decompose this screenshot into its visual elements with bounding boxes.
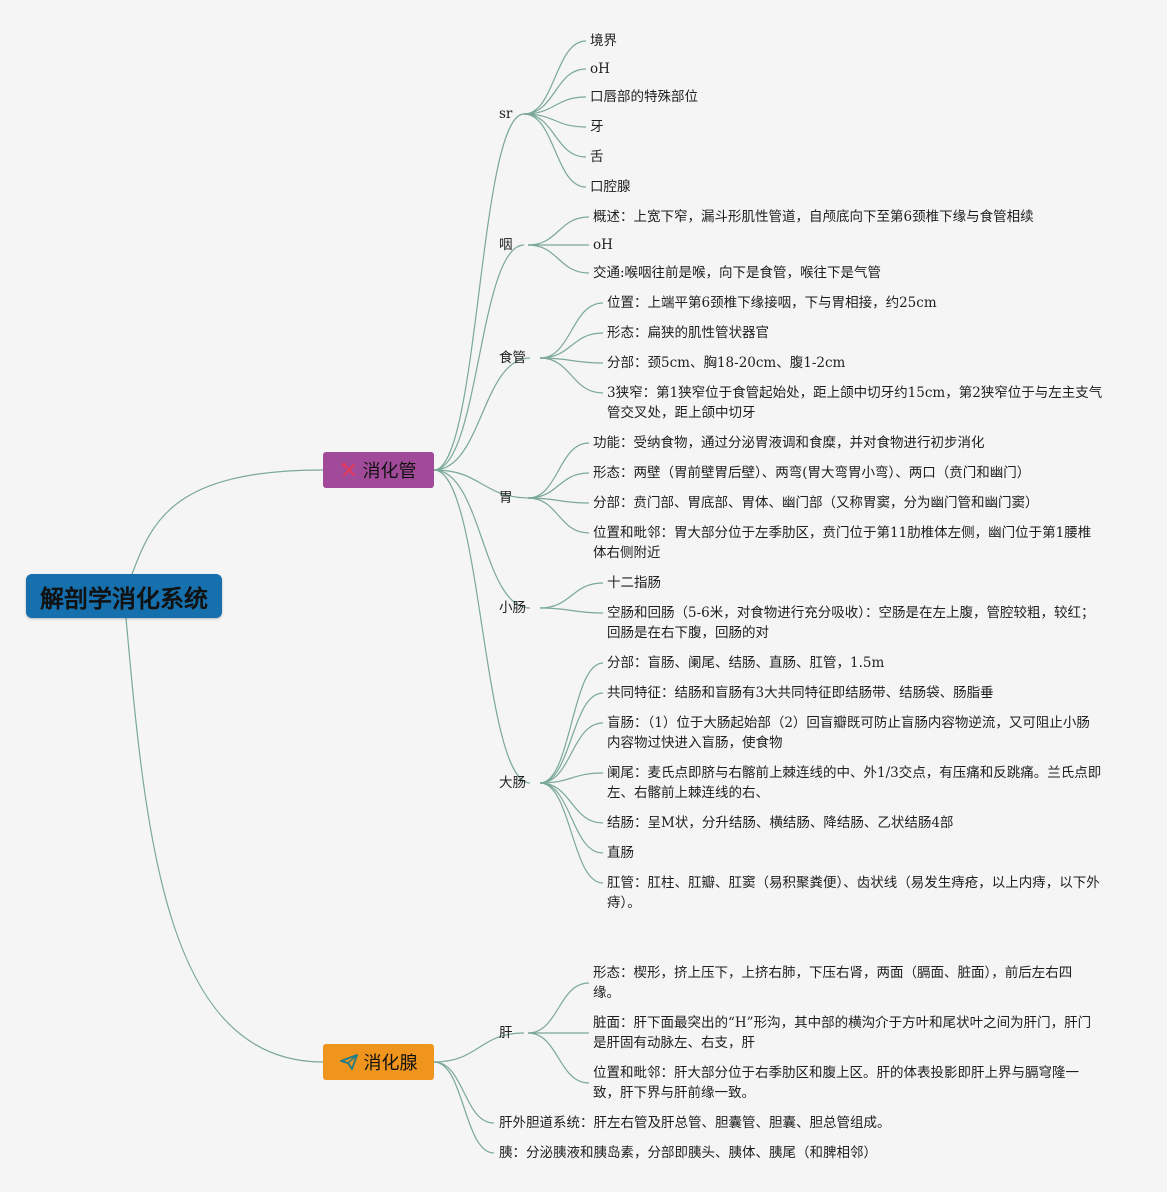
mouth-item[interactable]: 牙 xyxy=(590,119,604,135)
mouth-item[interactable]: 舌 xyxy=(590,149,604,165)
large-intestine-item[interactable]: 结肠：呈M状，分升结肠、横结肠、降结肠、乙状结肠4部 xyxy=(607,815,954,831)
small-intestine-item[interactable]: 空肠和回肠（5-6米，对食物进行充分吸收）：空肠是在左上腹，管腔较粗，较红；回肠… xyxy=(607,605,1095,641)
esophagus-leaf-line-1 xyxy=(539,332,604,359)
large-intestine-leaf-line-6 xyxy=(539,782,604,884)
mouth-leaf-line-2 xyxy=(523,96,587,115)
tube-branch-line-4 xyxy=(433,469,531,609)
stomach-item[interactable]: 分部：贲门部、胃底部、胃体、幽门部（又称胃窦，分为幽门管和幽门窦） xyxy=(593,495,1039,511)
mouth-item[interactable]: oH xyxy=(590,61,610,77)
mouth-leaf-line-0 xyxy=(523,40,587,115)
pharynx-leaf-line-2 xyxy=(527,244,590,274)
large-intestine-node[interactable]: 大肠 xyxy=(499,775,526,791)
large-intestine-item[interactable]: 分部：盲肠、阑尾、结肠、直肠、肛管，1.5m xyxy=(607,655,885,671)
small-intestine-leaf-line-0 xyxy=(539,582,604,609)
pharynx-item[interactable]: 交通:喉咽往前是喉，向下是食管，喉往下是气管 xyxy=(593,265,882,281)
liver-item[interactable]: 形态：楔形，挤上压下，上挤右肺，下压右肾，两面（膈面、脏面），前后左右四缘。 xyxy=(593,965,1073,1001)
stomach-leaf-line-3 xyxy=(527,497,590,534)
large-intestine-item[interactable]: 阑尾：麦氏点即脐与右髂前上棘连线的中、外1/3交点，有压痛和反跳痛。兰氏点即左、… xyxy=(607,765,1102,801)
digestive-gland-label: 消化腺 xyxy=(363,1053,418,1074)
large-intestine-leaf-line-4 xyxy=(539,782,604,824)
large-intestine-item[interactable]: 直肠 xyxy=(607,845,634,861)
large-intestine-leaf-line-5 xyxy=(539,782,604,854)
tube-branch-line-2 xyxy=(433,357,531,471)
digestive-tube-node[interactable]: 消化管 xyxy=(323,452,434,488)
small-intestine-leaf-line-1 xyxy=(539,607,604,614)
esophagus-leaf-line-3 xyxy=(539,357,604,394)
mouth-leaf-line-3 xyxy=(523,113,587,128)
tube-branch-line-0 xyxy=(433,113,525,471)
tube-branch-line-3 xyxy=(433,469,531,499)
mouth-node[interactable]: sr xyxy=(499,106,513,122)
pharynx-item[interactable]: 概述：上宽下窄，漏斗形肌性管道，自颅底向下至第6颈椎下缘与食管相续 xyxy=(593,209,1034,225)
tools-cross-icon xyxy=(341,462,357,478)
root-label: 解剖学消化系统 xyxy=(40,584,208,613)
root-node[interactable]: 解剖学消化系统 xyxy=(26,574,222,618)
liver-item[interactable]: 脏面：肝下面最突出的“H”形沟，其中部的横沟介于方叶和尾状叶之间为肝门，肝门是肝… xyxy=(593,1015,1092,1051)
esophagus-item[interactable]: 形态：扁狭的肌性管状器官 xyxy=(607,325,769,341)
stomach-item[interactable]: 形态：两壁（胃前壁胃后壁）、两弯(胃大弯胃小弯）、两口（贲门和幽门） xyxy=(593,465,1031,481)
tube-branch-line-5 xyxy=(433,469,531,784)
mouth-leaf-line-5 xyxy=(523,113,587,188)
root-to-tube-line xyxy=(131,469,324,575)
gland-branch-line-2 xyxy=(433,1061,495,1154)
stomach-leaf-line-0 xyxy=(527,442,590,499)
liver-leaf-line-2 xyxy=(527,1032,590,1084)
liver-item[interactable]: 位置和毗邻：肝大部分位于右季肋区和腹上区。肝的体表投影即肝上界与膈穹隆一致，肝下… xyxy=(593,1065,1079,1101)
liver-node[interactable]: 肝 xyxy=(499,1025,513,1041)
bile-duct-node[interactable]: 肝外胆道系统：肝左右管及肝总管、胆囊管、胆囊、胆总管组成。 xyxy=(499,1115,891,1131)
mouth-leaf-line-1 xyxy=(523,68,587,115)
pharynx-leaf-line-0 xyxy=(527,216,590,246)
small-intestine-item[interactable]: 十二指肠 xyxy=(607,575,661,591)
large-intestine-item[interactable]: 共同特征：结肠和盲肠有3大共同特征即结肠带、结肠袋、肠脂垂 xyxy=(607,685,994,701)
paper-plane-icon xyxy=(339,1054,358,1070)
mouth-item[interactable]: 境界 xyxy=(590,33,617,49)
liver-leaf-line-0 xyxy=(527,982,590,1034)
large-intestine-item[interactable]: 盲肠：（1）位于大肠起始部（2）回盲瓣既可防止盲肠内容物逆流，又可阻止小肠内容物… xyxy=(607,715,1090,751)
tube-branch-line-1 xyxy=(433,244,525,471)
stomach-leaf-line-2 xyxy=(527,497,590,504)
stomach-item[interactable]: 功能：受纳食物，通过分泌胃液调和食糜，并对食物进行初步消化 xyxy=(593,435,985,451)
esophagus-leaf-line-0 xyxy=(539,302,604,359)
gland-branch-line-1 xyxy=(433,1061,495,1124)
mouth-item[interactable]: 口腔腺 xyxy=(590,179,631,195)
stomach-node[interactable]: 胃 xyxy=(499,490,513,506)
root-to-gland-line xyxy=(125,617,324,1063)
large-intestine-leaf-line-2 xyxy=(539,722,604,784)
mouth-leaf-line-4 xyxy=(523,113,587,158)
esophagus-item[interactable]: 位置：上端平第6颈椎下缘接咽，下与胃相接，约25cm xyxy=(607,295,937,311)
esophagus-item[interactable]: 分部：颈5cm、胸18-20cm、腹1-2cm xyxy=(607,355,846,371)
esophagus-item[interactable]: 3狭窄：第1狭窄位于食管起始处，距上颌中切牙约15cm，第2狭窄位于与左主支气管… xyxy=(607,385,1103,421)
pharynx-node[interactable]: 咽 xyxy=(499,237,513,253)
large-intestine-leaf-line-1 xyxy=(539,692,604,784)
small-intestine-node[interactable]: 小肠 xyxy=(499,600,526,616)
esophagus-leaf-line-2 xyxy=(539,357,604,364)
pharynx-item[interactable]: oH xyxy=(593,237,613,253)
stomach-item[interactable]: 位置和毗邻：胃大部分位于左季肋区，贲门位于第11肋椎体左侧，幽门位于第1腰椎体右… xyxy=(593,525,1092,561)
gland-branch-line-0 xyxy=(433,1032,525,1063)
mouth-item[interactable]: 口唇部的特殊部位 xyxy=(590,89,698,105)
stomach-leaf-line-1 xyxy=(527,472,590,499)
large-intestine-item[interactable]: 肛管：肛柱、肛瓣、肛窦（易积聚粪便）、齿状线（易发生痔疮，以上内痔，以下外痔）。 xyxy=(607,875,1100,911)
digestive-gland-node[interactable]: 消化腺 xyxy=(323,1044,434,1080)
digestive-tube-label: 消化管 xyxy=(362,461,417,482)
large-intestine-leaf-line-0 xyxy=(539,662,604,784)
large-intestine-leaf-line-3 xyxy=(539,772,604,784)
pancreas-node[interactable]: 胰：分泌胰液和胰岛素，分部即胰头、胰体、胰尾（和脾相邻） xyxy=(499,1145,877,1161)
esophagus-node[interactable]: 食管 xyxy=(499,350,526,366)
